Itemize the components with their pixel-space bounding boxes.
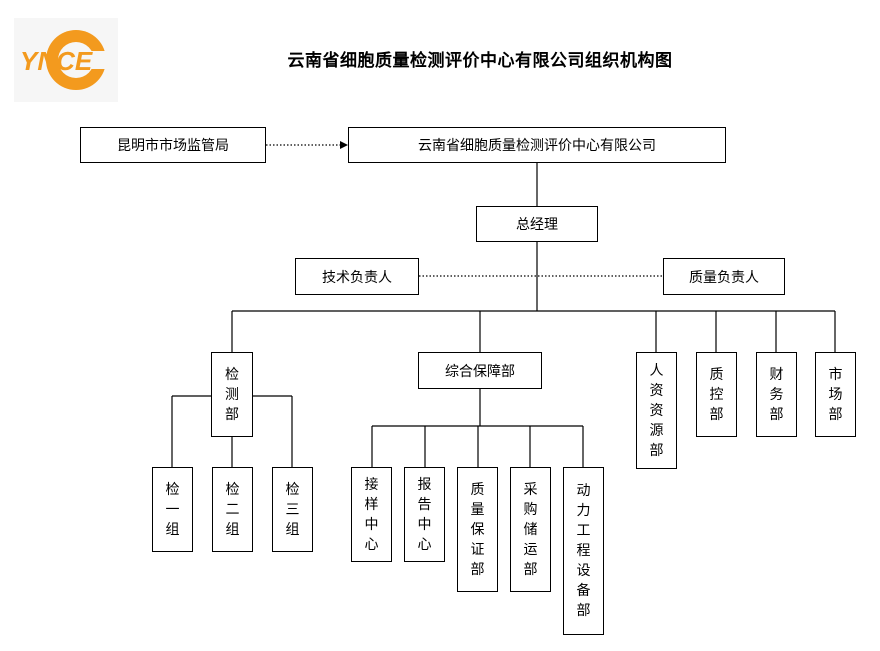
tech-lead-box: 技术负责人: [295, 258, 419, 295]
power-dept-box: 动力工程设备部: [563, 467, 604, 635]
regulator-box: 昆明市市场监管局: [80, 127, 266, 163]
box-label: 采购储运部: [523, 481, 538, 578]
market-dept-box: 市场部: [815, 352, 856, 437]
box-label: 检三组: [285, 481, 300, 538]
box-label: 检一组: [165, 481, 180, 538]
dotted-arrow-head: [340, 141, 348, 149]
finance-dept-box: 财务部: [756, 352, 797, 437]
box-label: 动力工程设备部: [576, 483, 591, 619]
inspection-dept-box: 检测部: [211, 352, 253, 437]
box-label: 市场部: [828, 366, 843, 423]
group-2-box: 检二组: [212, 467, 253, 552]
quality-lead-box: 质量负责人: [663, 258, 785, 295]
page-title: 云南省细胞质量检测评价中心有限公司组织机构图: [287, 51, 673, 71]
sample-center-box: 接样中心: [351, 467, 392, 562]
box-label: 质控部: [709, 366, 724, 423]
box-label: 检二组: [225, 481, 240, 538]
group-3-box: 检三组: [272, 467, 313, 552]
company-box: 云南省细胞质量检测评价中心有限公司: [348, 127, 726, 163]
group-1-box: 检一组: [152, 467, 193, 552]
procurement-dept-box: 采购储运部: [510, 467, 551, 592]
general-manager-box: 总经理: [476, 206, 598, 242]
hr-dept-box: 人资资源部: [636, 352, 677, 469]
logo-text: YNCE: [20, 46, 93, 76]
box-label: 质量保证部: [470, 481, 485, 578]
support-dept-box: 综合保障部: [418, 352, 542, 389]
box-label: 接样中心: [364, 476, 379, 553]
box-label: 财务部: [769, 366, 784, 423]
box-label: 报告中心: [417, 476, 432, 553]
box-label: 人资资源部: [649, 362, 664, 459]
box-label: 检测部: [225, 366, 239, 423]
report-center-box: 报告中心: [404, 467, 445, 562]
qa-dept-box: 质量保证部: [457, 467, 498, 592]
ynce-logo: YNCE: [14, 18, 118, 102]
qc-dept-box: 质控部: [696, 352, 737, 437]
